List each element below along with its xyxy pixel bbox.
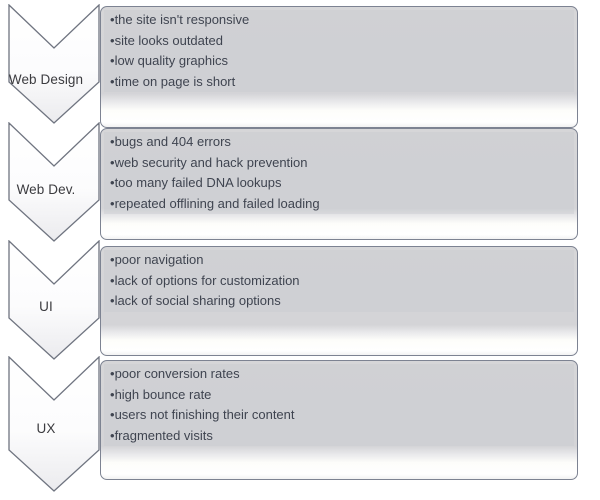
list-item: •too many failed DNA lookups: [104, 173, 574, 194]
bullet-dot-icon: •: [110, 53, 115, 68]
list-item-label: site looks outdated: [114, 32, 223, 48]
list-item-label: lack of social sharing options: [114, 293, 281, 308]
bullet-dot-icon: •: [110, 366, 115, 381]
issue-list-box: •bugs and 404 errors•web security and ha…: [100, 128, 578, 240]
chevron-shape[interactable]: [8, 356, 100, 492]
issue-list-box: •the site isn't responsive•site looks ou…: [100, 6, 578, 128]
chevron-shape[interactable]: [8, 122, 100, 242]
issue-list: •poor navigation•lack of options for cus…: [104, 250, 574, 312]
list-item: •fragmented visits: [104, 425, 574, 446]
list-item: •the site isn't responsive: [104, 10, 574, 31]
list-item: •poor navigation: [104, 250, 574, 271]
bullet-dot-icon: •: [110, 293, 115, 308]
bullet-dot-icon: •: [110, 427, 115, 443]
list-item: •repeated offlining and failed loading: [104, 193, 574, 214]
list-item: •site looks outdated: [104, 30, 574, 51]
list-item-label: poor conversion rates: [114, 366, 240, 381]
list-item-label: users not finishing their content: [114, 407, 295, 422]
list-item: •lack of options for customization: [104, 270, 574, 291]
chevron-label: Web Design: [8, 72, 84, 87]
chevron-icon: [8, 356, 100, 492]
list-item-label: too many failed DNA lookups: [114, 175, 282, 190]
issue-list-box: •poor navigation•lack of options for cus…: [100, 246, 578, 356]
chevron-shape[interactable]: [8, 4, 100, 124]
list-item-label: time on page is short: [114, 73, 236, 89]
list-item: •lack of social sharing options: [104, 291, 574, 312]
list-item-label: bugs and 404 errors: [114, 134, 231, 149]
bullet-dot-icon: •: [110, 195, 115, 211]
issue-list: •poor conversion rates•high bounce rate•…: [104, 364, 574, 446]
chevron-icon: [8, 122, 100, 242]
bullet-dot-icon: •: [110, 134, 115, 149]
list-item-label: lack of options for customization: [114, 272, 300, 288]
bullet-dot-icon: •: [110, 175, 115, 190]
issue-list: •bugs and 404 errors•web security and ha…: [104, 132, 574, 214]
chevron-icon: [8, 4, 100, 124]
bullet-dot-icon: •: [110, 73, 115, 89]
list-item-label: poor navigation: [114, 252, 204, 267]
bullet-dot-icon: •: [110, 154, 115, 170]
list-item: •web security and hack prevention: [104, 152, 574, 173]
list-item-label: repeated offlining and failed loading: [114, 195, 320, 211]
bullet-dot-icon: •: [110, 386, 115, 402]
list-item: •low quality graphics: [104, 51, 574, 72]
list-item-label: the site isn't responsive: [114, 12, 250, 27]
bullet-dot-icon: •: [110, 32, 115, 48]
bullet-dot-icon: •: [110, 252, 115, 267]
list-item-label: high bounce rate: [114, 386, 212, 402]
chevron-icon: [8, 240, 100, 360]
list-item: •poor conversion rates: [104, 364, 574, 385]
list-item: •bugs and 404 errors: [104, 132, 574, 153]
chevron-label: Web Dev.: [16, 182, 76, 197]
list-item-label: web security and hack prevention: [114, 154, 308, 170]
chevron-label: UI: [39, 299, 53, 314]
chevron-label: UX: [36, 421, 56, 436]
list-item: •high bounce rate: [104, 384, 574, 405]
list-item: •users not finishing their content: [104, 405, 574, 426]
bullet-dot-icon: •: [110, 12, 115, 27]
bullet-dot-icon: •: [110, 272, 115, 288]
issue-list-box: •poor conversion rates•high bounce rate•…: [100, 360, 578, 480]
list-item-label: fragmented visits: [114, 427, 213, 443]
list-item-label: low quality graphics: [114, 53, 229, 68]
list-item: •time on page is short: [104, 71, 574, 92]
chevron-shape[interactable]: [8, 240, 100, 360]
bullet-dot-icon: •: [110, 407, 115, 422]
issue-list: •the site isn't responsive•site looks ou…: [104, 10, 574, 92]
